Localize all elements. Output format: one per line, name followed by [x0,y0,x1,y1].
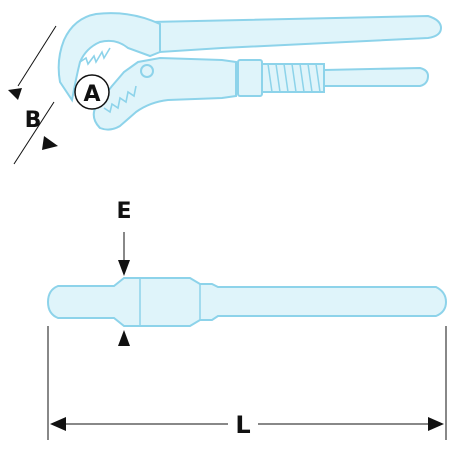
dimension-b-line [17,25,57,87]
dimension-e-label: E [116,199,131,224]
dimension-b-arrow-top [8,88,22,100]
dimension-a-marker: A [74,74,110,110]
dimension-b-arrow-bottom [42,136,58,150]
dimension-a-circle [74,74,110,110]
dimension-e-arrow-top [118,260,130,276]
dimension-l: L [47,326,447,440]
wrench-side-view [57,12,443,131]
dimension-e: E [116,199,132,346]
dimension-l-arrow-right [428,417,444,431]
dimension-a-label: A [83,82,100,107]
dimension-b: B [8,25,58,165]
dimension-l-label: L [235,411,250,439]
wrench-lower-teeth [103,85,137,114]
wrench-adjusting-nut [237,59,263,97]
wrench-movable-jaw [92,56,237,131]
wrench-top-body [46,277,448,327]
wrench-jaw-teeth [79,47,111,66]
wrench-thread-lines [267,63,321,93]
dimension-b-line-lower [13,101,55,165]
wrench-top-view [46,277,448,327]
dimension-b-label: B [25,108,42,133]
dimension-e-arrow-bottom [118,330,130,346]
wrench-handle [148,14,443,54]
wrench-fixed-jaw [57,12,161,103]
wrench-pivot-pin [140,64,154,78]
wrench-rod-extension [323,66,430,87]
dimension-l-arrow-left [50,417,66,431]
